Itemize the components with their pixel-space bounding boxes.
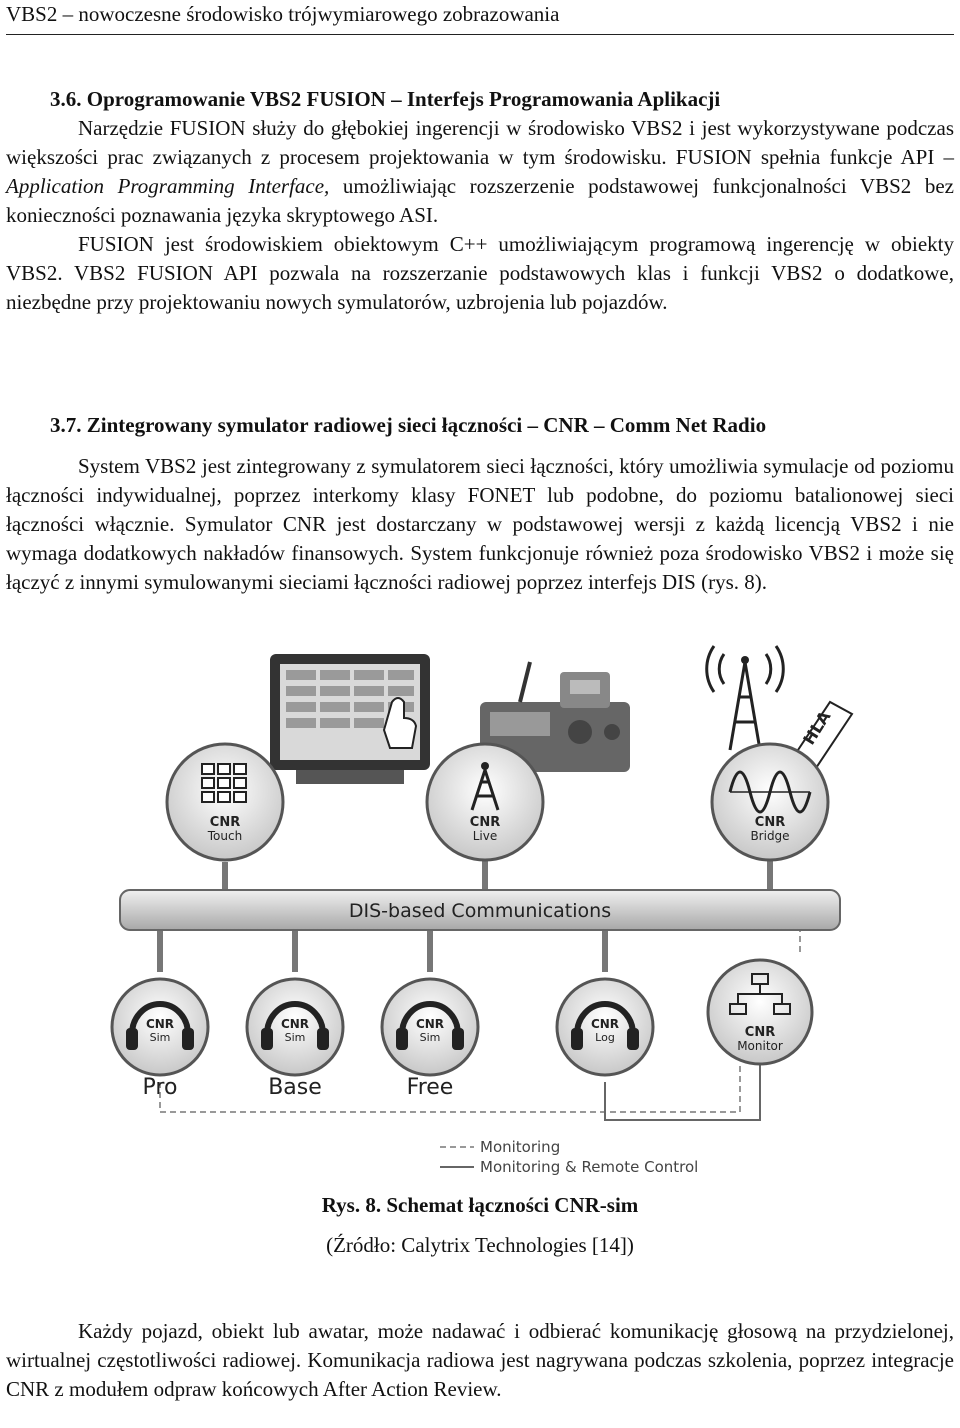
svg-text:Bridge: Bridge [750, 829, 789, 843]
svg-text:Live: Live [473, 829, 498, 843]
section-3-6-paragraph-2: FUSION jest środowiskiem obiektowym C++ … [6, 232, 954, 314]
svg-text:CNR: CNR [755, 815, 785, 830]
legend-monitoring-remote: Monitoring & Remote Control [480, 1158, 698, 1176]
api-term: Application Programming Interface, [6, 174, 330, 198]
svg-text:Touch: Touch [207, 829, 242, 843]
section-3-7-heading-wrap: 3.7. Zintegrowany symulator radiowej sie… [6, 411, 954, 440]
node-cnr-touch: CNR Touch [165, 742, 285, 862]
section-3-7-heading: 3.7. Zintegrowany symulator radiowej sie… [50, 413, 767, 437]
svg-text:Sim: Sim [285, 1031, 306, 1044]
section-3-6-paragraph-1: Narzędzie FUSION służy do głębokiej inge… [6, 116, 954, 227]
node-label-base: Base [268, 1075, 322, 1100]
section-3-7-paragraph-1: System VBS2 jest zintegrowany z symulato… [6, 454, 954, 594]
node-cnr-sim-pro: CNR Sim Pro [110, 977, 210, 1100]
node-cnr-bridge: CNR Bridge [710, 742, 830, 862]
section-3-6-heading: 3.6. Oprogramowanie VBS2 FUSION – Interf… [50, 87, 721, 111]
figure-source: (Źródło: Calytrix Technologies [14]) [326, 1233, 634, 1257]
svg-text:CNR: CNR [745, 1025, 775, 1040]
svg-text:CNR: CNR [210, 815, 240, 830]
svg-text:CNR: CNR [416, 1017, 444, 1031]
header-title: VBS2 – nowoczesne środowisko trójwymiaro… [6, 2, 560, 26]
closing-paragraph: Każdy pojazd, obiekt lub awatar, może na… [6, 1319, 954, 1401]
svg-text:Sim: Sim [150, 1031, 171, 1044]
diagram-legend: Monitoring Monitoring & Remote Control [440, 1138, 698, 1176]
svg-text:Monitor: Monitor [737, 1039, 783, 1053]
svg-text:Sim: Sim [420, 1031, 441, 1044]
cnr-diagram: HLA CNR Touch CNR Live CNR Bridge DIS-ba… [110, 645, 854, 1176]
figure-caption: Rys. 8. Schemat łączności CNR-sim [321, 1193, 639, 1217]
broadcast-tower-icon [705, 645, 785, 751]
radio-equipment-illustration [480, 661, 630, 772]
node-label-free: Free [407, 1075, 454, 1100]
dis-bus-label: DIS-based Communications [349, 900, 611, 922]
page-header: VBS2 – nowoczesne środowisko trójwymiaro… [6, 0, 954, 35]
node-label-pro: Pro [143, 1075, 178, 1100]
svg-text:Log: Log [595, 1031, 615, 1044]
svg-text:CNR: CNR [470, 815, 500, 830]
section-3-6: 3.6. Oprogramowanie VBS2 FUSION – Interf… [6, 85, 954, 317]
node-cnr-live: CNR Live [425, 742, 545, 862]
node-cnr-sim-base: CNR Sim Base [245, 977, 345, 1100]
node-cnr-sim-free: CNR Sim Free [380, 977, 480, 1100]
closing-section: Każdy pojazd, obiekt lub awatar, może na… [6, 1317, 954, 1404]
section-3-7: System VBS2 jest zintegrowany z symulato… [6, 452, 954, 597]
legend-monitoring: Monitoring [480, 1138, 560, 1156]
node-cnr-monitor: CNR Monitor [706, 958, 814, 1066]
svg-text:CNR: CNR [281, 1017, 309, 1031]
svg-text:CNR: CNR [591, 1017, 619, 1031]
dis-bus: DIS-based Communications [119, 889, 841, 931]
node-cnr-log: CNR Log [555, 977, 655, 1077]
svg-text:CNR: CNR [146, 1017, 174, 1031]
touch-monitor-illustration [270, 654, 430, 784]
